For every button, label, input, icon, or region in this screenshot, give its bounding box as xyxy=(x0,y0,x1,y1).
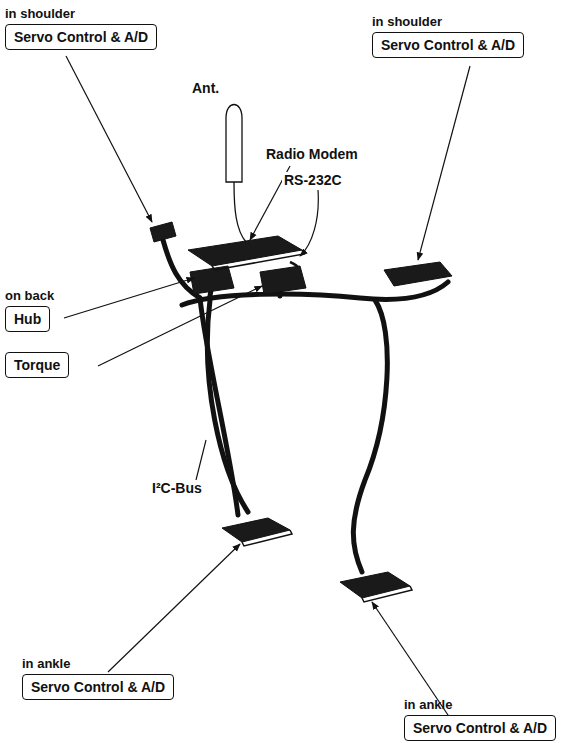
ankle-board xyxy=(340,572,410,598)
box-label: Servo Control & A/D xyxy=(381,37,515,53)
labelled-box: in ankleServo Control & A/D xyxy=(404,697,556,741)
labelled-box: Torque xyxy=(5,352,69,378)
hub-board xyxy=(190,266,234,294)
location-heading: in ankle xyxy=(404,697,556,712)
leader-line xyxy=(196,440,206,480)
labelled-box: in shoulderServo Control & A/D xyxy=(372,14,524,58)
box-label: Servo Control & A/D xyxy=(31,679,165,695)
part-label: Radio Modem xyxy=(264,146,360,162)
ankle-board xyxy=(222,518,290,542)
box-label: Servo Control & A/D xyxy=(14,29,148,45)
antenna xyxy=(226,105,246,243)
box-label: Torque xyxy=(14,357,60,373)
label-box: Torque xyxy=(5,352,69,378)
box-label: Hub xyxy=(14,311,41,327)
location-heading: in ankle xyxy=(22,656,174,671)
labelled-box: in ankleServo Control & A/D xyxy=(22,656,174,700)
i2c-cable xyxy=(163,240,448,572)
label-box: Servo Control & A/D xyxy=(372,32,524,58)
location-heading: in shoulder xyxy=(5,6,157,21)
labelled-box: on backHub xyxy=(5,288,54,332)
part-label: RS-232C xyxy=(282,172,344,188)
label-box: Servo Control & A/D xyxy=(22,674,174,700)
shoulder-board xyxy=(150,222,176,242)
shoulder-board xyxy=(384,262,452,286)
label-box: Servo Control & A/D xyxy=(404,715,556,741)
leader-arrows xyxy=(64,56,470,718)
label-box: Servo Control & A/D xyxy=(5,24,157,50)
part-label: Ant. xyxy=(190,80,221,96)
torque-board xyxy=(260,266,306,294)
labelled-box: in shoulderServo Control & A/D xyxy=(5,6,157,50)
location-heading: in shoulder xyxy=(372,14,524,29)
box-label: Servo Control & A/D xyxy=(413,720,547,736)
location-heading: on back xyxy=(5,288,54,303)
board-edges xyxy=(212,250,412,602)
circuit-boards xyxy=(150,222,452,598)
label-box: Hub xyxy=(5,306,50,332)
part-label: I²C-Bus xyxy=(150,480,204,496)
